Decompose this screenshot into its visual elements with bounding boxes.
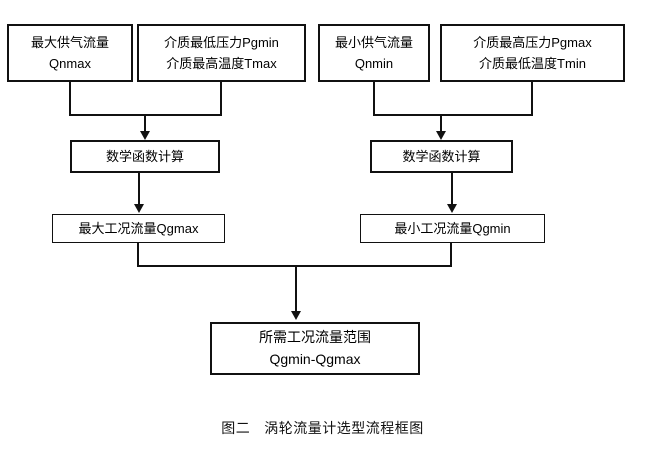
connector-drop-min-supply-flow — [373, 82, 375, 116]
connector-join-final — [137, 265, 452, 267]
node-min-pressure-max-temp-line1: 介质最低压力Pgmin — [164, 34, 279, 50]
node-math-calc-left: 数学函数计算 — [70, 140, 220, 173]
node-max-supply-flow-line1: 最大供气流量 — [30, 34, 109, 50]
connector-stem-left — [144, 114, 146, 134]
node-result-max-flow-label: 最大工况流量Qgmax — [78, 220, 199, 236]
node-max-supply-flow: 最大供气流量 Qnmax — [7, 24, 133, 82]
node-result-min-flow-label: 最小工况流量Qgmin — [394, 220, 511, 236]
connector-join-right — [373, 114, 533, 116]
arrowhead-to-math-calc-right — [436, 131, 446, 140]
figure-caption-title: 涡轮流量计选型流程框图 — [264, 420, 424, 436]
node-final-range-line2: Qgmin-Qgmax — [269, 351, 361, 367]
connector-math-calc-left-to-result — [138, 173, 140, 205]
node-final-range-line1: 所需工况流量范围 — [259, 329, 371, 346]
node-min-supply-flow-line1: 最小供气流量 — [334, 34, 413, 50]
figure-caption: 图二涡轮流量计选型流程框图 — [0, 418, 645, 438]
connector-drop-max-pressure-min-temp — [531, 82, 533, 116]
arrowhead-to-result-max-flow — [134, 204, 144, 213]
node-final-range: 所需工况流量范围 Qgmin-Qgmax — [210, 322, 420, 375]
node-max-pressure-min-temp-line2: 介质最低温度Tmin — [479, 55, 586, 71]
node-math-calc-right-label: 数学函数计算 — [402, 148, 481, 164]
node-result-min-flow: 最小工况流量Qgmin — [360, 214, 545, 243]
node-min-supply-flow-line2: Qnmin — [354, 55, 394, 71]
connector-stem-right — [440, 114, 442, 134]
node-result-max-flow: 最大工况流量Qgmax — [52, 214, 225, 243]
connector-math-calc-right-to-result — [451, 173, 453, 205]
node-max-pressure-min-temp-line1: 介质最高压力Pgmax — [473, 34, 592, 50]
node-math-calc-right: 数学函数计算 — [370, 140, 513, 173]
node-min-supply-flow: 最小供气流量 Qnmin — [318, 24, 430, 82]
node-max-supply-flow-line2: Qnmax — [49, 55, 91, 71]
connector-drop-result-min-flow — [450, 243, 452, 267]
node-max-pressure-min-temp: 介质最高压力Pgmax 介质最低温度Tmin — [440, 24, 625, 82]
arrowhead-to-result-min-flow — [447, 204, 457, 213]
arrowhead-to-math-calc-left — [140, 131, 150, 140]
arrowhead-to-final-range — [291, 311, 301, 320]
node-min-pressure-max-temp: 介质最低压力Pgmin 介质最高温度Tmax — [137, 24, 306, 82]
connector-drop-min-pressure-max-temp — [220, 82, 222, 116]
connector-drop-result-max-flow — [137, 243, 139, 267]
figure-caption-label: 图二 — [221, 420, 251, 436]
node-min-pressure-max-temp-line2: 介质最高温度Tmax — [166, 55, 277, 71]
connector-drop-max-supply-flow — [69, 82, 71, 116]
connector-stem-final — [295, 265, 297, 313]
node-math-calc-left-label: 数学函数计算 — [105, 148, 184, 164]
